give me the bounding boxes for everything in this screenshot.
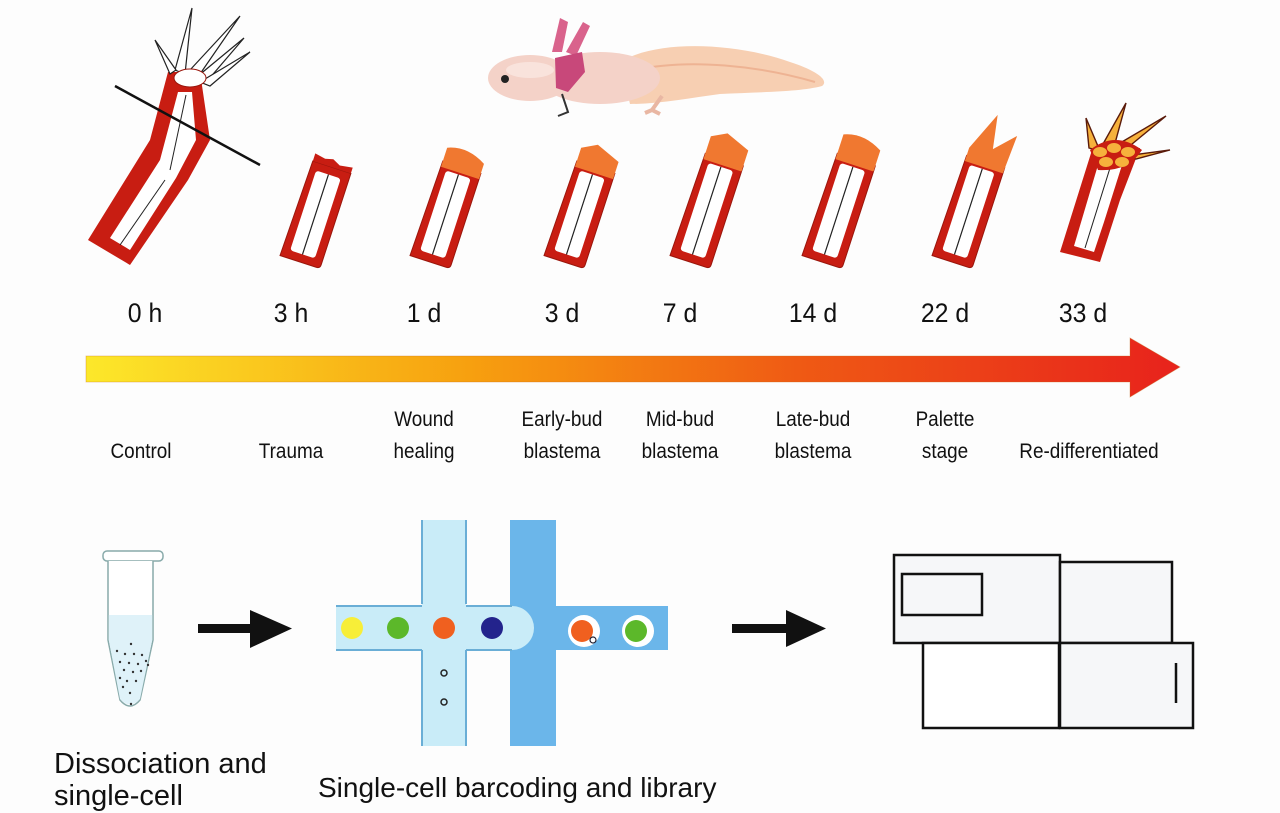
stage-label: Early-bud blastema (521, 408, 603, 463)
timepoint-label: 7 d (662, 298, 698, 328)
microfluidic-chip-icon (336, 520, 668, 746)
bead-navy (481, 617, 503, 639)
stage-label: Wound healing (393, 408, 455, 463)
workflow-arrow-1 (198, 610, 292, 648)
caption-dissociation-line2: single-cell (54, 780, 183, 812)
stage-label: Re-differentiated (1019, 440, 1159, 463)
stage-label: Late-bud blastema (774, 408, 852, 463)
bead-green (387, 617, 409, 639)
regeneration-diagram (85, 7, 1195, 746)
timepoint-label: 0 h (127, 298, 163, 328)
bead-orange (433, 617, 455, 639)
timepoint-label: 14 d (788, 298, 838, 328)
timepoint-label: 3 d (544, 298, 580, 328)
timepoint-label: 33 d (1058, 298, 1108, 328)
timepoint-label: 22 d (920, 298, 970, 328)
limb-early-bud (543, 144, 619, 269)
axolotl-icon (488, 18, 825, 117)
caption-dissociation: Dissociation and (54, 748, 267, 780)
limb-amputated-stump (279, 153, 353, 269)
sequencer-icon (892, 553, 1195, 730)
timeline-arrow (85, 337, 1181, 398)
amputation-line (114, 84, 261, 167)
timepoint-label: 3 h (273, 298, 309, 328)
limb-intact-limb-with-amputation-line (88, 7, 261, 265)
cell-dot (440, 669, 448, 677)
stage-label: Trauma (258, 440, 324, 463)
caption-barcoding: Single-cell barcoding and library (318, 772, 717, 803)
stage-label: Palette stage (915, 408, 975, 463)
bead-yellow (341, 617, 363, 639)
workflow-arrow-2 (732, 610, 826, 647)
timepoint-label: 1 d (406, 298, 442, 328)
cell-dot (440, 698, 448, 706)
stage-label: Control (110, 440, 172, 463)
limb-regenerated-limb (1060, 102, 1171, 262)
tube-icon (102, 550, 164, 707)
bead-orange (571, 620, 593, 642)
limb-mid-bud (669, 133, 749, 269)
stage-label: Mid-bud blastema (641, 408, 719, 463)
limb-wound-epidermis-cap (409, 147, 484, 269)
bead-green (625, 620, 647, 642)
limb-palette-digits (931, 114, 1018, 269)
cell-dot (589, 636, 597, 644)
limb-late-bud (801, 134, 881, 269)
